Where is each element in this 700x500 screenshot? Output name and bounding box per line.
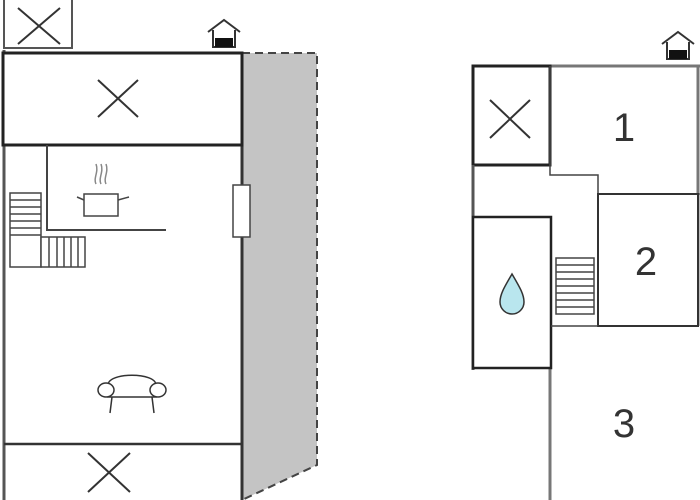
cross-void-icon (87, 452, 131, 493)
terrace-dashed-edge (241, 52, 318, 500)
top-void-room (1, 51, 244, 147)
terrace (242, 53, 317, 500)
window-icon (232, 184, 251, 238)
staircase-icon (9, 192, 86, 268)
water-drop-icon (499, 272, 525, 315)
cross-void-icon (97, 79, 139, 118)
house-arrow-icon (207, 18, 241, 48)
room-2 (597, 193, 699, 327)
room-label-1: 1 (613, 106, 635, 150)
void-room (471, 64, 552, 167)
room-label-2: 2 (635, 240, 657, 284)
cross-void-icon (3, 0, 73, 49)
cross-void-icon (489, 99, 531, 139)
cooking-pot-icon (76, 163, 130, 217)
sofa-icon (97, 374, 167, 414)
kitchen-partition (46, 145, 166, 231)
house-arrow-icon (661, 30, 695, 60)
left-floor (1, 0, 318, 500)
right-floor: 1 2 3 (471, 30, 700, 500)
staircase-icon (555, 257, 595, 315)
room-label-3: 3 (613, 402, 635, 446)
